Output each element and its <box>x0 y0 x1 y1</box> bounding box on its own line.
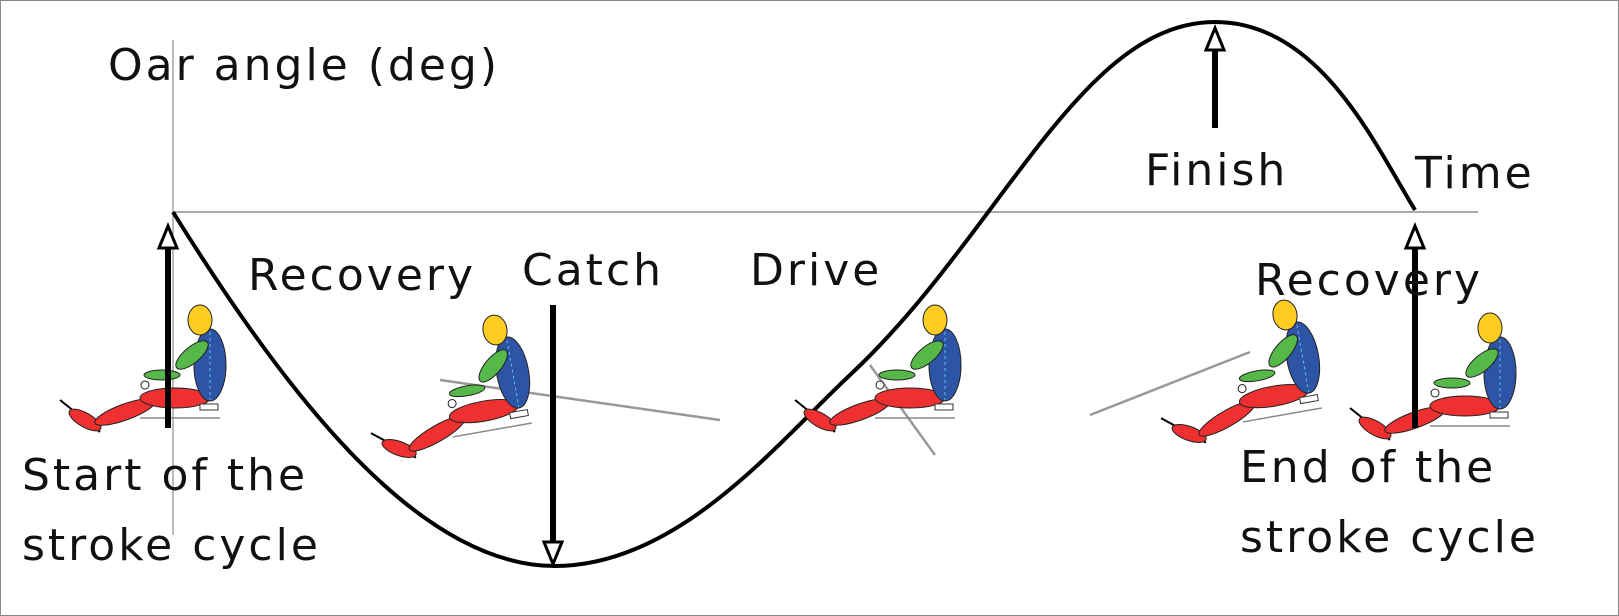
seat <box>1299 394 1319 405</box>
finish-arrow <box>1203 24 1227 128</box>
rower-recovery <box>1089 299 1322 444</box>
upper-arm <box>478 349 508 383</box>
head <box>1477 312 1503 344</box>
head <box>482 314 508 346</box>
end-label-line2: stroke cycle <box>1240 512 1539 563</box>
rower-drive <box>794 304 962 456</box>
rower-end <box>1349 312 1517 441</box>
shin <box>1171 423 1207 443</box>
phase-label-finish: Finish <box>1145 145 1288 196</box>
shin <box>1358 416 1392 440</box>
rower-start <box>59 304 227 433</box>
seat <box>199 403 219 411</box>
y-axis-label: Oar angle (deg) <box>108 40 500 91</box>
shin <box>381 438 417 458</box>
end-label-line1: End of the <box>1240 442 1496 493</box>
seat <box>934 403 954 411</box>
forearm <box>448 384 486 398</box>
oar <box>1089 350 1251 417</box>
phase-label-drive: Drive <box>750 245 882 296</box>
phase-label-recovery: Recovery <box>248 250 476 301</box>
upper-arm <box>1268 334 1298 368</box>
seat <box>509 409 529 420</box>
shin <box>803 408 837 432</box>
upper-arm <box>910 340 944 370</box>
upper-arm <box>175 340 209 370</box>
oar-angle-curve <box>171 19 1417 569</box>
head <box>187 304 213 336</box>
oarlock <box>140 380 150 390</box>
oar <box>439 378 721 422</box>
oarlock <box>875 380 885 390</box>
forearm <box>1433 377 1471 389</box>
start-label-line2: stroke cycle <box>22 520 321 571</box>
phase-label-recovery-2: Recovery <box>1255 255 1483 306</box>
catch-arrow <box>541 305 565 568</box>
oarlock <box>1430 388 1440 398</box>
seat <box>1489 411 1509 419</box>
rower-catch <box>370 314 721 459</box>
oar <box>868 364 937 456</box>
arrows <box>156 24 1427 568</box>
start-arrow <box>156 222 180 428</box>
oarlock <box>447 399 457 409</box>
forearm <box>1238 369 1276 383</box>
head <box>922 304 948 336</box>
x-axis-label: Time <box>1414 148 1535 199</box>
shin <box>68 408 102 432</box>
start-label-line1: Start of the <box>22 450 308 501</box>
upper-arm <box>1465 348 1499 378</box>
forearm <box>143 369 181 381</box>
end-arrow <box>1403 222 1427 428</box>
forearm <box>878 369 916 381</box>
oarlock <box>1237 384 1247 394</box>
phase-label-catch: Catch <box>522 245 664 296</box>
head <box>1272 299 1298 331</box>
